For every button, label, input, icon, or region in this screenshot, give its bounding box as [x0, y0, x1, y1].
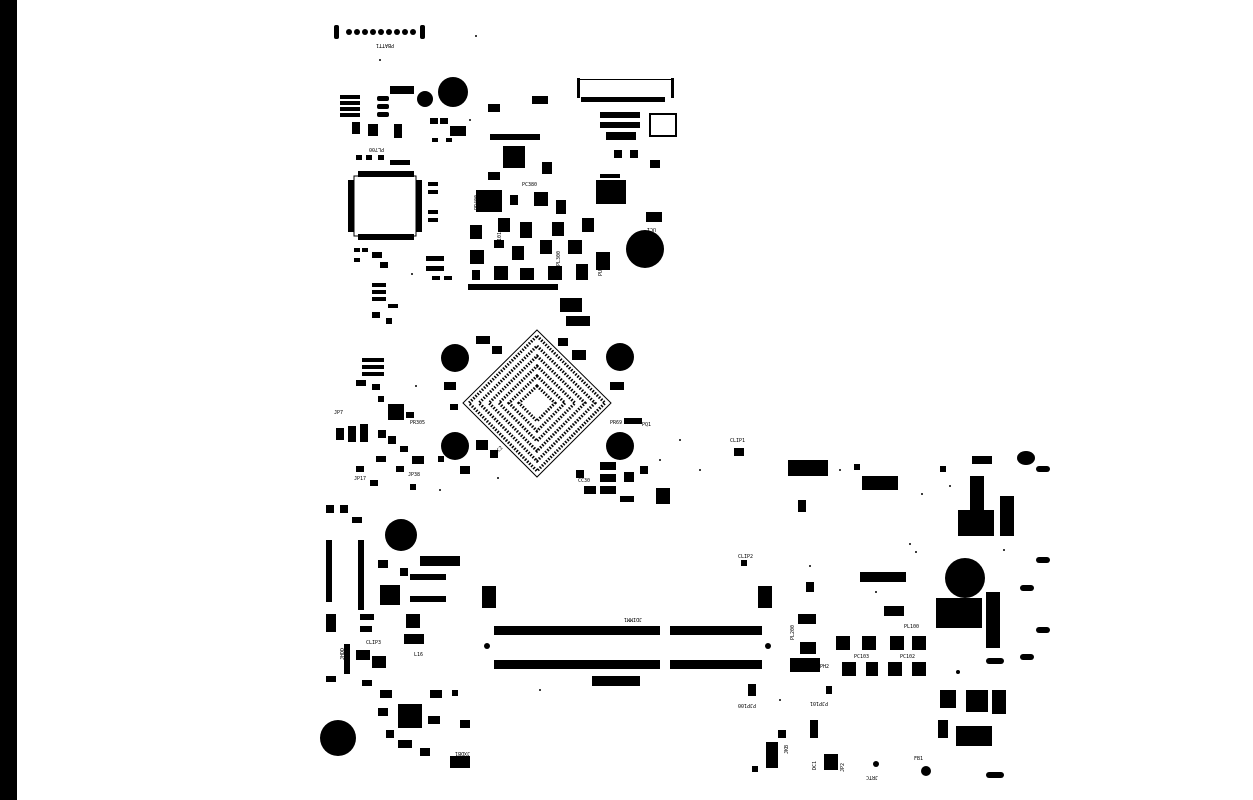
label-pc103: PC103: [854, 654, 869, 660]
label-clip1: CLIP1: [730, 438, 745, 444]
label-jrtc: JRTC: [866, 774, 878, 780]
mounting-hole-9: [320, 720, 356, 756]
memory-dimm-slot: [482, 586, 772, 696]
label-pr305: PR305: [410, 420, 425, 426]
right-power-section: [734, 448, 1050, 778]
passive-cluster-b: [336, 283, 424, 490]
label-pr400: PR400: [474, 195, 480, 210]
label-clip2: CLIP2: [738, 554, 753, 560]
passive-cluster-a: [340, 86, 466, 280]
label-pbatt1: PBATT1: [376, 42, 394, 48]
label-uc1: UC1: [647, 226, 656, 232]
label-clip3: CLIP3: [366, 640, 381, 646]
label-jp2: JP2: [840, 763, 846, 772]
label-l16: L16: [414, 652, 423, 658]
label-jxdb1: JXDB1: [455, 750, 470, 756]
label-uc2: UC2: [494, 445, 505, 456]
mounting-hole-1: [438, 77, 468, 107]
label-jp38: JP38: [408, 472, 420, 478]
mounting-hole-10: [945, 558, 985, 598]
label-pjp100: PJP100: [738, 702, 756, 708]
label-jdimm1: JDIMM1: [624, 616, 642, 622]
label-fb1: FB1: [914, 756, 923, 762]
label-jkb: JKB: [784, 745, 790, 754]
power-regulator-cluster: [468, 96, 626, 326]
label-pq1: PQ1: [642, 422, 651, 428]
label-pl200: PL200: [790, 625, 796, 640]
label-jhdd: JHDD: [340, 648, 346, 660]
upper-board-components: [334, 25, 677, 504]
lower-left-components: [320, 505, 470, 768]
label-jp17: JP17: [354, 476, 366, 482]
cpu-periphery-passives: [438, 336, 670, 504]
label-pl300: PL300: [556, 251, 562, 266]
label-pjp101: PJP101: [810, 700, 828, 706]
mounting-hole-7: [606, 432, 634, 460]
label-pr69: PR69: [610, 420, 622, 426]
label-pc102: PC102: [900, 654, 915, 660]
label-cc30: CC30: [578, 478, 590, 484]
bga-cpu-package: [462, 329, 612, 478]
mounting-hole-6: [441, 432, 469, 460]
mounting-hole-4: [441, 344, 469, 372]
mounting-hole-3: [626, 230, 664, 268]
label-ph2: PH2: [820, 664, 829, 670]
label-pu300: PU300: [598, 261, 604, 276]
mounting-hole-2: [417, 91, 433, 107]
qfp-chip-large: [348, 171, 422, 240]
label-pl101: PL101: [497, 232, 503, 247]
top-right-connector: [577, 78, 677, 222]
battery-connector: [334, 25, 425, 39]
left-dark-margin: [0, 0, 17, 800]
silkscreen-labels: PBATT1 PJP501 PL700 PR400 PC380 PL101 PL…: [334, 42, 923, 780]
scattered-vias: [379, 35, 1005, 701]
mounting-hole-5: [606, 343, 634, 371]
label-pc380: PC380: [522, 182, 537, 188]
label-pl100: PL100: [904, 624, 919, 630]
label-jp7: JP7: [334, 410, 343, 416]
label-pjp501: PJP501: [396, 84, 414, 90]
mounting-hole-8: [385, 519, 417, 551]
label-pl700: PL700: [369, 146, 384, 152]
label-dc1: DC1: [812, 761, 818, 770]
